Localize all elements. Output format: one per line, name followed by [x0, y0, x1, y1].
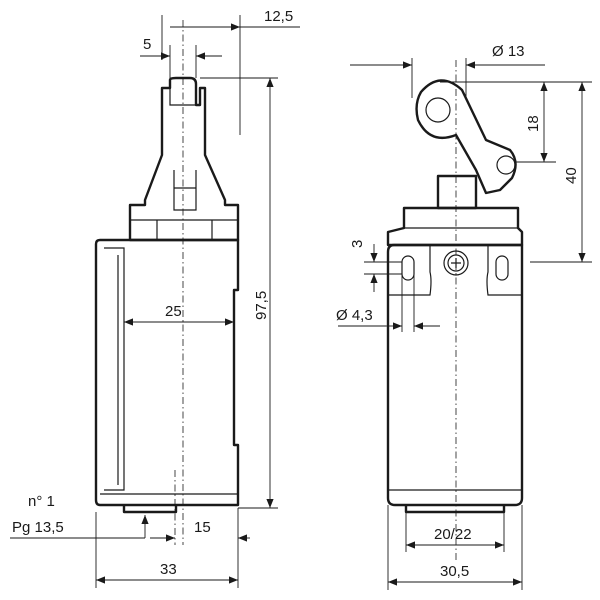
- front-shaft: [436, 174, 478, 210]
- dim-40-label: 40: [563, 167, 580, 184]
- lever-pivot: [496, 155, 516, 175]
- front-view: Ø 13 18 40 3: [336, 43, 592, 590]
- conduit-label-n1: n° 1: [28, 493, 55, 510]
- dim-33-label: 33: [160, 561, 177, 578]
- dim-5-label: 5: [143, 36, 151, 53]
- side-housing: [94, 238, 240, 514]
- dimension-33: 33: [95, 512, 239, 588]
- dimension-roller-dia: Ø 13: [350, 43, 545, 98]
- dim-12-5-label: 12,5: [264, 8, 293, 25]
- dimension-30-5: 30,5: [387, 505, 523, 590]
- side-actuator: [128, 76, 240, 242]
- dim-15-label: 15: [194, 519, 211, 536]
- roller-wheel: [425, 97, 451, 123]
- dimension-5: 5: [140, 36, 222, 78]
- conduit-label-pg: Pg 13,5: [12, 519, 64, 536]
- dimension-40: 40: [530, 81, 592, 263]
- mounting-slot-left: [401, 255, 415, 281]
- conduit-callout: n° 1 Pg 13,5: [10, 493, 149, 539]
- dimension-12-5: 12,5: [161, 8, 300, 135]
- dimension-97-5: 97,5: [200, 77, 278, 509]
- dim-97-5-label: 97,5: [253, 291, 270, 320]
- front-housing: [386, 243, 524, 514]
- dim-hole-dia-label: Ø 4,3: [336, 307, 373, 324]
- dim-25-label: 25: [165, 303, 182, 320]
- front-head: [386, 206, 524, 247]
- dim-30-5-label: 30,5: [440, 563, 469, 580]
- dim-3-label: 3: [349, 240, 366, 248]
- mounting-slot-right: [495, 255, 509, 281]
- dimension-25: 25: [124, 303, 234, 326]
- dim-roller-dia-label: Ø 13: [492, 43, 525, 60]
- dimension-15: 15: [150, 508, 250, 548]
- dimension-3: 3: [349, 240, 402, 292]
- dimension-20-22: 20/22: [405, 512, 505, 552]
- side-view: 12,5 5 97,5 25 n° 1 Pg 13,5: [10, 8, 300, 588]
- dim-18-label: 18: [525, 115, 542, 132]
- dimension-hole-dia: Ø 4,3: [336, 275, 440, 332]
- front-roller-lever: [415, 79, 517, 195]
- dimension-18: 18: [440, 81, 556, 163]
- dim-20-22-label: 20/22: [434, 526, 472, 543]
